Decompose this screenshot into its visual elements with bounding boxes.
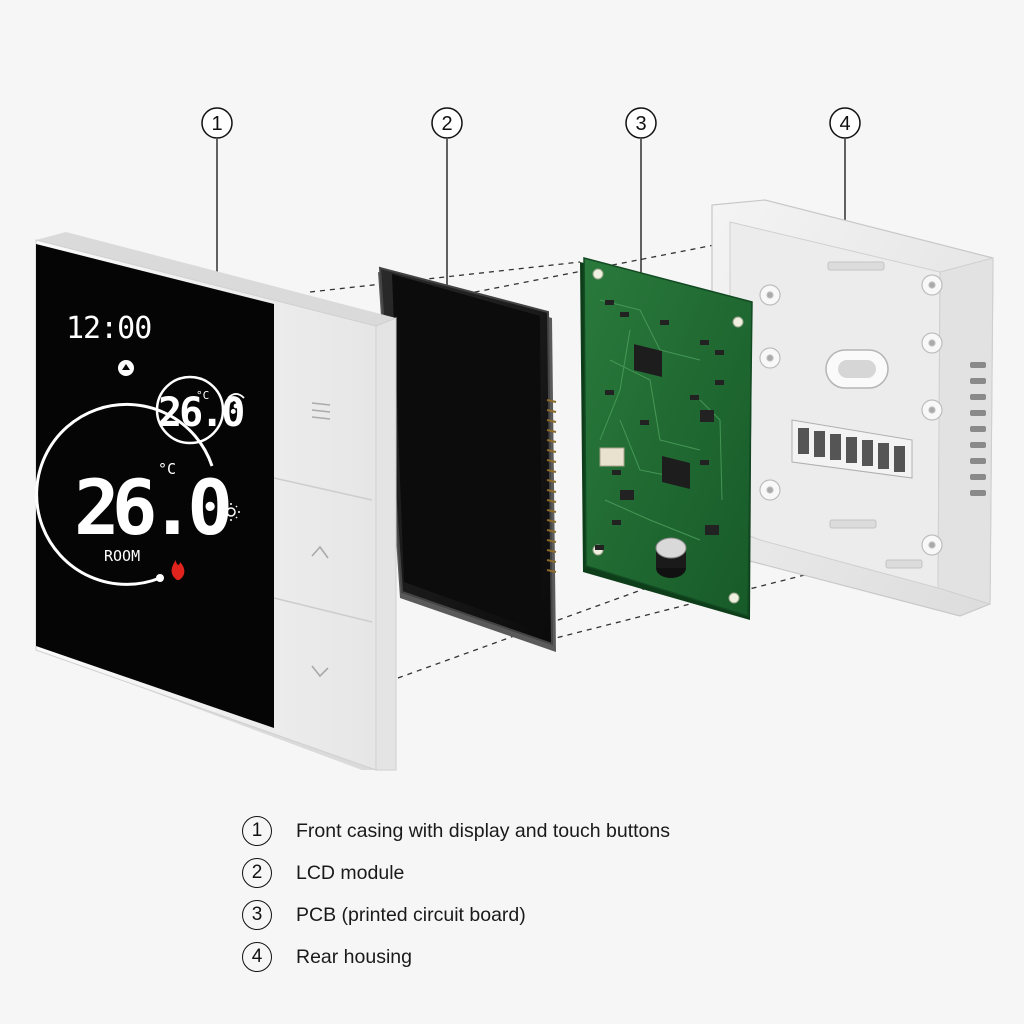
sun-icon: [222, 503, 240, 521]
down-button[interactable]: [278, 602, 372, 766]
vent-slots: [970, 362, 986, 496]
legend-number: 2: [242, 858, 272, 888]
rear-housing: [711, 199, 994, 617]
room-label: ROOM: [104, 547, 140, 565]
legend-item: 1 Front casing with display and touch bu…: [242, 816, 802, 858]
callout-3: 3: [625, 107, 657, 139]
room-temp-unit: °C: [158, 460, 176, 478]
ic-chip: [634, 344, 662, 378]
legend-label: PCB (printed circuit board): [296, 904, 526, 926]
alignment-lines: [309, 235, 853, 679]
legend-number: 1: [242, 816, 272, 846]
callout-number: 2: [441, 113, 452, 135]
callout-2: 2: [431, 107, 463, 139]
pcb-board: [580, 257, 753, 620]
legend-label: Rear housing: [296, 946, 412, 968]
room-temp-ring: [35, 402, 214, 586]
front-casing: 12:00 26.0 °C 26.0 °C ROOM: [35, 232, 397, 771]
clock-text: 12:00: [66, 311, 151, 346]
set-temp-unit: °C: [196, 389, 209, 402]
chevron-up-icon: [311, 545, 329, 559]
connector-terminal: [791, 419, 913, 479]
callout-number: 3: [635, 113, 646, 135]
lcd-pins: [546, 399, 557, 573]
legend-item: 3 PCB (printed circuit board): [242, 900, 802, 942]
screw-posts: [759, 274, 943, 556]
lcd-module: [378, 266, 557, 652]
legend-number: 3: [242, 900, 272, 930]
chevron-down-icon: [311, 665, 329, 678]
up-button[interactable]: [278, 482, 372, 618]
ic-chip: [662, 456, 690, 490]
legend-item: 4 Rear housing: [242, 942, 802, 984]
set-temp-text: 26.0: [158, 390, 243, 436]
capacitor: [655, 537, 687, 578]
room-temp-text: 26.0: [74, 463, 229, 552]
legend-label: Front casing with display and touch butt…: [296, 820, 670, 842]
callout-1: 1: [201, 107, 233, 139]
legend: 1 Front casing with display and touch bu…: [242, 816, 802, 984]
callout-number: 4: [839, 113, 850, 135]
legend-label: LCD module: [296, 862, 405, 884]
display-screen: [36, 244, 274, 728]
callout-4: 4: [829, 107, 861, 139]
legend-number: 4: [242, 942, 272, 972]
hand-icon: [118, 360, 134, 376]
menu-icon: [311, 402, 331, 420]
menu-button[interactable]: [278, 310, 372, 496]
legend-item: 2 LCD module: [242, 858, 802, 900]
wifi-icon: [227, 393, 245, 409]
flame-icon: [171, 560, 185, 580]
pcb-connector: [599, 447, 625, 467]
callout-number: 1: [211, 113, 222, 135]
